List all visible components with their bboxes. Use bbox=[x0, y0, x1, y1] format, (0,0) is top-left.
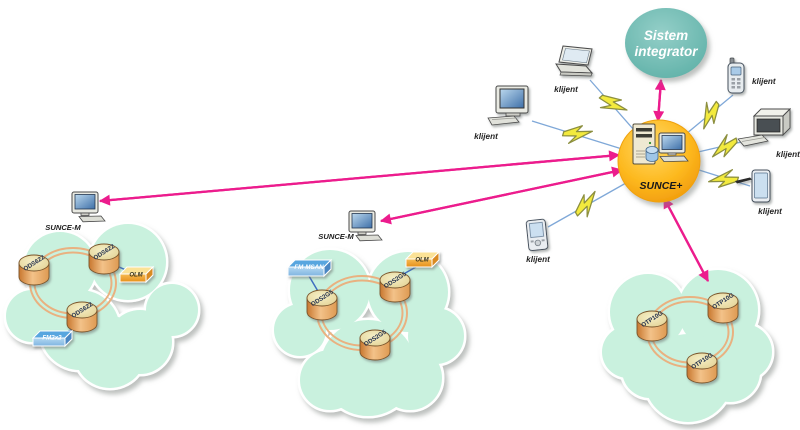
client-label: klijent bbox=[474, 132, 498, 141]
handheld-icon bbox=[525, 218, 549, 252]
integrator-label-line2: integrator bbox=[634, 44, 698, 59]
arrow-server-cloud2 bbox=[380, 166, 624, 223]
mobile-phone-icon bbox=[727, 57, 745, 94]
arrow-server-integrator bbox=[653, 79, 665, 123]
sunce-m-label: SUNCE-M bbox=[45, 223, 81, 232]
server-label: SUNCE+ bbox=[640, 180, 683, 192]
lightning-bolt-icon bbox=[560, 120, 594, 150]
lightning-bolt-icon bbox=[707, 163, 741, 193]
lightning-bolt-icon bbox=[707, 132, 741, 160]
client-label: klijent bbox=[752, 77, 776, 86]
client-label: klijent bbox=[758, 207, 782, 216]
client-label: klijent bbox=[776, 150, 800, 159]
lightning-bolt-icon bbox=[569, 188, 605, 222]
laptop-icon bbox=[555, 45, 594, 77]
arrow-server-cloud1 bbox=[99, 150, 621, 203]
arrow-server-cloud3 bbox=[662, 197, 710, 282]
magenta-arrows bbox=[98, 78, 710, 282]
attachment-label: OLM bbox=[415, 258, 429, 264]
pda-stylus-icon bbox=[735, 169, 771, 203]
server-db-cylinder-icon bbox=[645, 146, 659, 162]
server-monitor-icon bbox=[658, 132, 689, 163]
attachment-label: FM2x2 bbox=[42, 335, 62, 342]
sunce-m-computer bbox=[348, 210, 383, 242]
server-node: SUNCE+ bbox=[617, 119, 701, 203]
cloud-network-otp10g bbox=[599, 267, 775, 425]
attachment-box-olm: OLM bbox=[404, 250, 441, 269]
desktop-monitor-icon bbox=[737, 107, 792, 147]
lightning-bolt-icon bbox=[594, 87, 630, 123]
integrator-node: Sistem integrator bbox=[625, 8, 707, 78]
lightning-bolt-icon bbox=[691, 96, 727, 132]
attachment-box-olm: OLM bbox=[118, 265, 155, 284]
integrator-label-line1: Sistem bbox=[644, 28, 688, 43]
client-label: klijent bbox=[554, 85, 578, 94]
attachment-box-fm-msan: FM-MSAN bbox=[286, 258, 333, 278]
integrator-circle bbox=[625, 8, 707, 78]
desktop-crt-icon bbox=[487, 85, 529, 126]
attachment-label: FM-MSAN bbox=[294, 264, 324, 271]
sunce-m-label: SUNCE-M bbox=[318, 232, 354, 241]
sunce-m-computer bbox=[71, 191, 106, 223]
client-label: klijent bbox=[526, 255, 550, 264]
attachment-label: OLM bbox=[129, 273, 143, 279]
attachment-box-fm2x2: FM2x2 bbox=[31, 329, 74, 348]
